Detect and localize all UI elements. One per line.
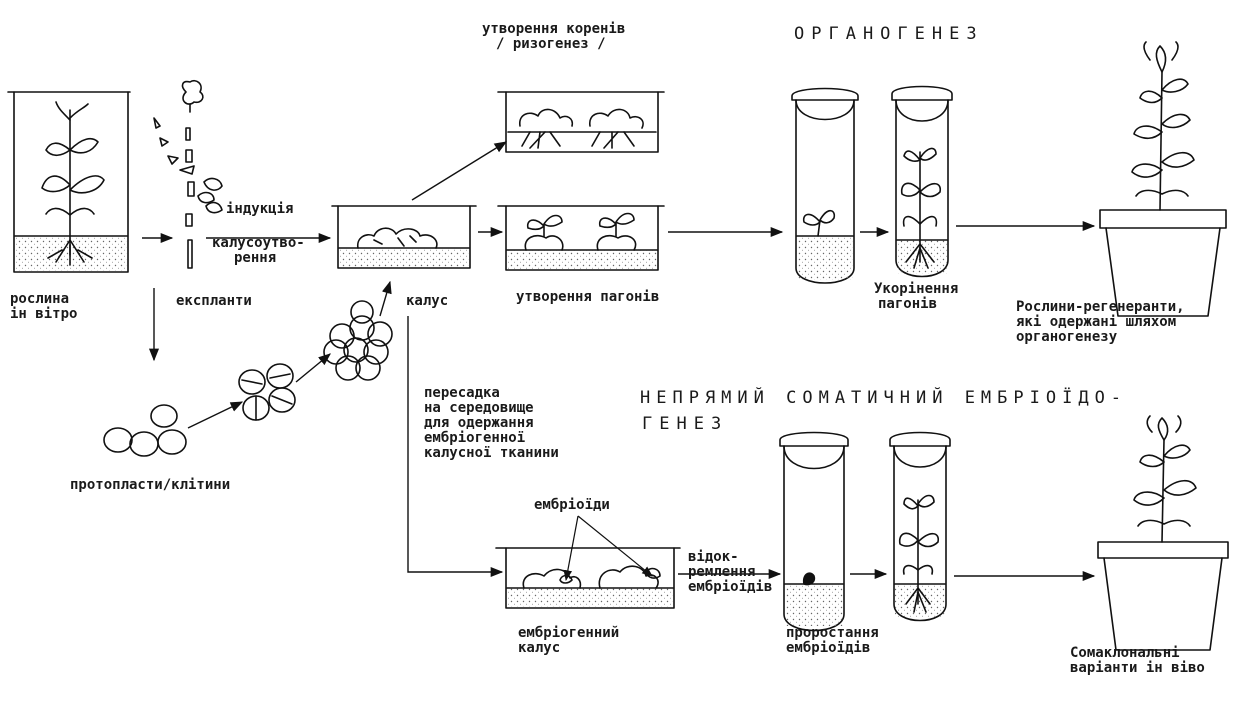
explants-illustration (153, 79, 223, 269)
plant-in-vitro-jar (7, 91, 131, 273)
label-induction: індукція (226, 201, 294, 217)
arrow-callus-to-roots (411, 141, 508, 201)
label-explants: експланти (176, 293, 252, 309)
cell-cluster (323, 300, 393, 381)
pot-somaclonal (1097, 415, 1229, 651)
heading-organogenesis: ОРГАНОГЕНЕЗ (794, 24, 984, 44)
tube-rooting (891, 85, 953, 278)
label-callus-formation: калусоутво-рення (212, 235, 305, 266)
arrow-callus-down (407, 316, 504, 578)
arrow-cluster-to-callus (379, 280, 392, 317)
tube-plantlet (889, 431, 951, 622)
label-callus: калус (406, 293, 449, 309)
embryoid-pointer-2 (577, 515, 653, 577)
label-root-formation: утворення коренів/ ризогенез / (482, 21, 626, 52)
root-formation-dish (497, 91, 665, 153)
protoplasts-illustration (103, 363, 296, 457)
shoot-formation-dish (497, 205, 665, 271)
pot-regenerants (1099, 41, 1227, 317)
tube-germination (779, 431, 849, 632)
callus-dish (331, 205, 477, 269)
heading-embryoidogenesis-line2: ГЕНЕЗ (642, 414, 729, 434)
label-protoplasts: протопласти/клітини (70, 477, 231, 493)
arrow-cells-to-cluster (295, 353, 331, 383)
embryoid-pointer-1 (563, 515, 579, 582)
heading-embryoidogenesis-line1: НЕПРЯМИЙ СОМАТИЧНИЙ ЕМБРІОЇДО- (640, 388, 1128, 408)
tube-shoot-transfer (791, 87, 859, 284)
label-shoot-formation: утворення пагонів (516, 289, 660, 305)
embryogenic-callus-dish (495, 547, 681, 609)
arrow-protoplasts-to-cells (187, 401, 244, 429)
label-embryoids: ембріоїди (534, 497, 610, 513)
